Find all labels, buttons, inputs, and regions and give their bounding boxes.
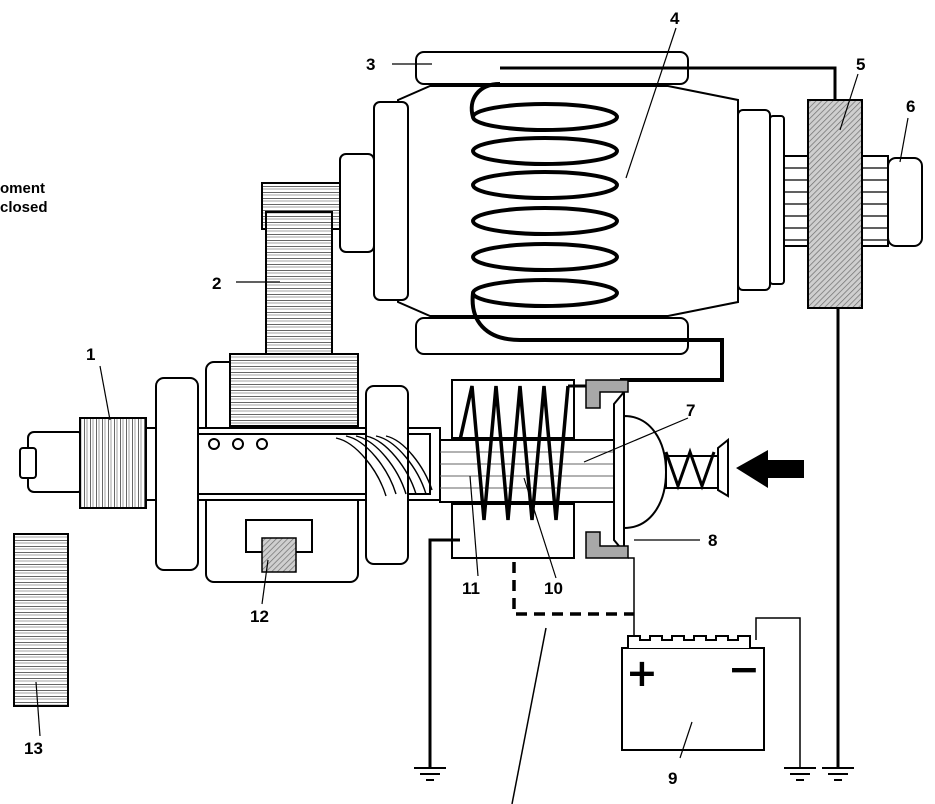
push-arrow-icon — [736, 450, 804, 488]
callout-3: 3 — [366, 55, 375, 74]
callout-leaders — [35, 27, 909, 759]
wiring — [428, 378, 801, 804]
battery — [621, 635, 765, 751]
callout-4: 4 — [670, 9, 680, 28]
drive-pinion — [19, 417, 147, 509]
adjusting-screw — [261, 537, 297, 573]
ground-symbols — [414, 767, 854, 781]
solenoid-winding — [458, 385, 570, 521]
solenoid-body — [451, 379, 575, 559]
drive-housing — [145, 353, 441, 583]
helical-splines — [335, 435, 433, 497]
callout-12: 12 — [250, 607, 269, 626]
winding-lead — [500, 66, 837, 100]
callout-6: 6 — [906, 97, 915, 116]
callout-8: 8 — [708, 531, 717, 550]
intermediate-gear — [265, 211, 333, 373]
field-winding — [469, 82, 724, 382]
callout-13: 13 — [24, 739, 43, 758]
callout-10: 10 — [544, 579, 563, 598]
return-spring — [664, 447, 716, 491]
partial-caption-line-1: oment — [0, 180, 45, 197]
callout-5: 5 — [856, 55, 865, 74]
brush — [807, 99, 863, 309]
callout-9: 9 — [668, 769, 677, 788]
partial-caption-line-2: closed — [0, 199, 48, 216]
ring-gear — [13, 533, 69, 707]
motor-assembly — [261, 51, 785, 355]
battery-minus-icon: − — [728, 647, 760, 691]
callout-2: 2 — [212, 274, 221, 293]
callout-1: 1 — [86, 345, 95, 364]
battery-plus-icon: + — [626, 651, 658, 695]
callout-7: 7 — [686, 401, 695, 420]
callout-11: 11 — [462, 579, 480, 598]
